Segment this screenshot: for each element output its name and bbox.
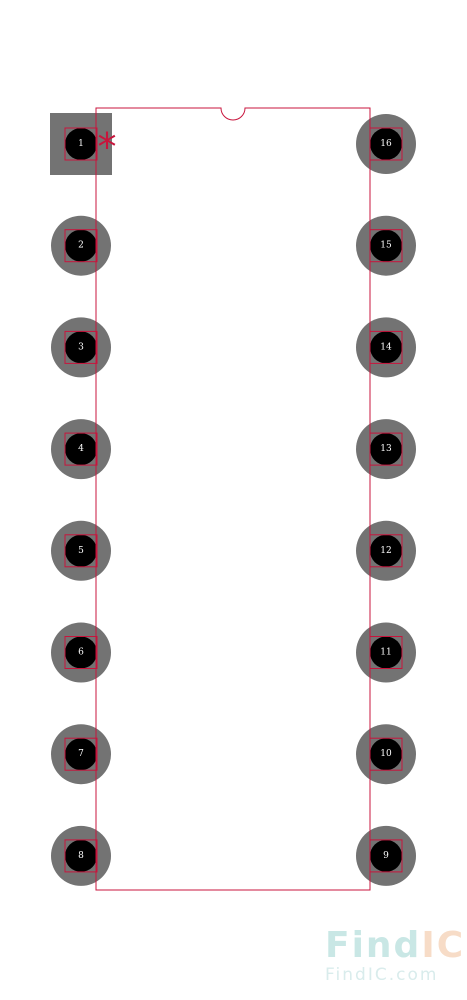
pin-2: 2 <box>51 215 111 276</box>
pin-courtyard-box <box>64 839 98 873</box>
pin-courtyard-box <box>64 636 98 669</box>
pin-number-label: 14 <box>380 342 392 352</box>
drill-hole <box>370 331 402 364</box>
drill-hole <box>65 229 97 262</box>
pin-number-label: 15 <box>380 241 392 251</box>
pin-12: 12 <box>356 520 416 581</box>
pin-7: 7 <box>51 724 111 785</box>
pin-9: 9 <box>356 825 416 886</box>
pin-13: 13 <box>356 419 416 480</box>
pin-number-label: 13 <box>380 444 392 454</box>
drill-hole <box>65 534 97 567</box>
pin-number-label: 11 <box>380 648 391 658</box>
pin-number-label: 3 <box>78 342 84 352</box>
pin-1: 1 <box>50 113 112 175</box>
pin-number-label: 16 <box>380 139 392 149</box>
watermark-ic-text: IC <box>421 925 465 966</box>
pin-courtyard-box <box>64 330 98 364</box>
drill-hole <box>65 839 97 872</box>
watermark-brand-find: FindIC <box>325 925 465 966</box>
pin-10: 10 <box>356 724 416 785</box>
drill-hole <box>370 839 402 872</box>
pin-14: 14 <box>356 317 416 378</box>
pin-6: 6 <box>51 622 111 683</box>
drill-hole <box>65 433 97 466</box>
drill-hole <box>370 433 402 466</box>
pin-courtyard-box <box>64 737 98 771</box>
pin-number-label: 7 <box>78 749 84 759</box>
watermark-find-text: Find <box>325 925 421 966</box>
pin-courtyard-box <box>64 229 98 263</box>
drill-hole <box>370 128 402 160</box>
watermark-url: FindIC.com <box>325 965 438 985</box>
pin-number-label: 1 <box>78 139 84 149</box>
pin-4: 4 <box>51 419 111 480</box>
pin1-marker-asterisk: * <box>98 125 117 169</box>
pin-courtyard-box <box>64 534 98 568</box>
pin-number-label: 6 <box>78 648 84 658</box>
pin-16: 16 <box>356 114 416 174</box>
pin-number-label: 9 <box>383 851 389 861</box>
pin-number-label: 12 <box>380 546 391 556</box>
drill-hole <box>370 738 402 771</box>
pin-number-label: 4 <box>78 444 84 454</box>
pin-number-label: 8 <box>78 851 84 861</box>
pin-5: 5 <box>51 520 111 581</box>
pin-11: 11 <box>356 622 416 683</box>
drill-hole <box>65 331 97 364</box>
drill-hole <box>370 534 402 567</box>
findic-watermark: FindIC FindIC.com <box>325 925 465 985</box>
drill-hole <box>370 229 402 262</box>
pin-courtyard-box <box>64 432 98 466</box>
pin-number-label: 2 <box>78 241 84 251</box>
pin-15: 15 <box>356 215 416 276</box>
pin-number-label: 10 <box>380 749 392 759</box>
pin-8: 8 <box>51 825 111 886</box>
drill-hole <box>65 128 97 160</box>
pin-number-label: 5 <box>78 546 84 556</box>
pin-3: 3 <box>51 317 111 378</box>
drill-hole <box>65 636 97 669</box>
drill-hole <box>65 738 97 771</box>
pin-courtyard-box <box>64 127 98 161</box>
package-outline <box>95 107 371 891</box>
drill-hole <box>370 636 402 669</box>
